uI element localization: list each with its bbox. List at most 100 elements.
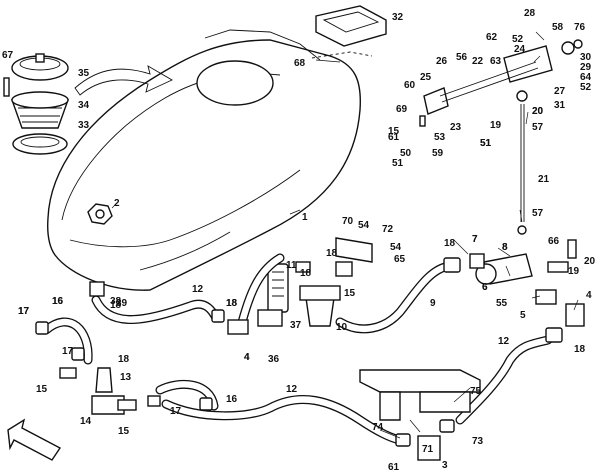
callout-7: 7 <box>472 234 478 245</box>
callout-33: 33 <box>78 120 90 131</box>
tank-body <box>46 29 362 291</box>
callout-18b: 18 <box>118 354 130 365</box>
callout-18g: 18 <box>226 298 238 309</box>
callout-15b: 15 <box>118 426 130 437</box>
callout-4b: 4 <box>586 290 592 301</box>
hose-12-right <box>455 335 553 425</box>
callout-18f: 18 <box>574 344 586 355</box>
callout-3: 3 <box>442 460 448 471</box>
callout-6: 6 <box>482 282 488 293</box>
strainer-basket <box>11 91 69 129</box>
callout-63: 63 <box>490 56 502 67</box>
callout-19b: 19 <box>568 266 580 277</box>
callout-16: 16 <box>52 296 64 307</box>
callout-19: 19 <box>490 120 502 131</box>
callout-73: 73 <box>472 436 484 447</box>
callout-67: 67 <box>2 50 14 61</box>
callout-50: 50 <box>400 148 412 159</box>
callout-6b: 6 <box>482 282 488 293</box>
callout-2: 2 <box>114 198 120 209</box>
callout-30: 30 <box>580 52 592 63</box>
callout-15: 15 <box>36 384 48 395</box>
tank-cap <box>87 203 113 225</box>
pointer-arrow <box>74 65 173 96</box>
callout-34: 34 <box>78 100 90 111</box>
callout-69: 69 <box>396 104 408 115</box>
callout-76: 76 <box>574 22 586 33</box>
callout-9: 9 <box>430 298 436 309</box>
callout-57: 57 <box>532 122 544 133</box>
callout-20c: 20 <box>532 106 544 117</box>
callout-61b: 61 <box>388 462 400 472</box>
strainer-cover <box>11 53 69 81</box>
frame-rail <box>359 369 481 421</box>
callout-54: 54 <box>358 220 370 231</box>
callout-51b: 51 <box>392 158 404 169</box>
callout-17b: 17 <box>170 406 182 417</box>
callout-21: 21 <box>538 174 550 185</box>
callout-36: 36 <box>268 354 280 365</box>
lid-dash <box>311 51 373 59</box>
callout-20b: 20 <box>584 256 596 267</box>
callout-31: 31 <box>554 100 566 111</box>
callout-28: 28 <box>524 8 536 19</box>
callout-1: 1 <box>302 212 308 223</box>
fittings <box>35 239 585 461</box>
rod-end <box>517 225 527 235</box>
callout-64: 64 <box>580 72 592 83</box>
callout-51c: 51 <box>480 138 492 149</box>
callout-29: 29 <box>580 62 592 73</box>
callout-55: 55 <box>496 298 508 309</box>
callout-16b: 16 <box>226 394 238 405</box>
callout-24: 24 <box>514 44 526 55</box>
callout-56: 56 <box>456 52 468 63</box>
lid <box>315 5 387 47</box>
callout-26: 26 <box>436 56 448 67</box>
hose-12-bottom <box>161 394 405 445</box>
callout-72: 72 <box>382 224 394 235</box>
callout-18d: 18 <box>326 248 338 259</box>
callout-62: 62 <box>486 32 498 43</box>
callout-75: 75 <box>470 386 482 397</box>
callout-57b: 57 <box>532 208 544 219</box>
callout-74: 74 <box>372 422 384 433</box>
filter-bowl <box>299 285 341 327</box>
callout-15d: 15 <box>388 126 400 137</box>
callout-4: 4 <box>244 352 250 363</box>
callout-39: 39 <box>116 298 128 309</box>
strainer-screw <box>3 77 10 97</box>
callout-71: 71 <box>422 444 434 455</box>
strainer-ring <box>12 133 68 155</box>
callout-labels: 1 2 3 4 5 6 7 8 9 10 11 12 13 14 15 16 1… <box>2 8 596 472</box>
callout-17d: 17 <box>18 306 30 317</box>
mount-bracket <box>335 237 373 263</box>
callout-59: 59 <box>432 148 444 159</box>
callout-38: 38 <box>110 296 122 307</box>
callout-22: 22 <box>472 56 484 67</box>
callout-11: 11 <box>286 260 297 271</box>
callout-23: 23 <box>450 122 462 133</box>
callout-4c: 4 <box>244 352 250 363</box>
callout-8: 8 <box>502 242 508 253</box>
callout-70: 70 <box>342 216 354 227</box>
callout-14: 14 <box>80 416 92 427</box>
callout-17c: 17 <box>62 346 74 357</box>
callout-15c: 15 <box>344 288 356 299</box>
vertical-rod <box>520 104 525 222</box>
callout-52: 52 <box>580 82 592 93</box>
front-arrow <box>7 418 62 461</box>
hose-16-left <box>41 317 93 365</box>
callout-5: 5 <box>520 310 526 321</box>
callout-16c: 16 <box>52 296 64 307</box>
filter-cartridge <box>267 263 289 313</box>
hose-9 <box>335 261 455 334</box>
valve-bracket <box>423 45 553 115</box>
callout-10: 10 <box>336 322 348 333</box>
callout-18h: 18 <box>110 300 122 311</box>
callout-58: 58 <box>552 22 564 33</box>
callout-13: 13 <box>120 372 132 383</box>
callout-68: 68 <box>294 58 306 69</box>
callout-32: 32 <box>392 12 404 23</box>
